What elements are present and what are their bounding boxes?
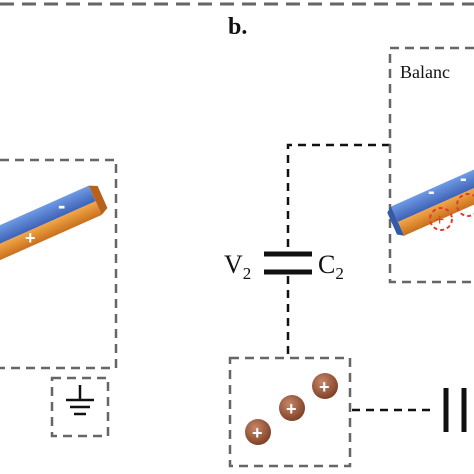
particle-3-plus: +: [252, 423, 263, 443]
ground-icon: [66, 385, 94, 416]
right-film-plus-1: +: [435, 212, 444, 229]
particle-1: [312, 373, 338, 399]
particle-2: [279, 395, 305, 421]
balance-box: [388, 46, 474, 284]
panel-label: b.: [228, 14, 248, 40]
right-film-minus-2: -: [460, 168, 467, 190]
left-film-minus-charge: -: [58, 193, 65, 218]
ground-box: [50, 376, 110, 438]
right-film-charge-circle-2: [456, 193, 474, 217]
particle-2-plus: +: [286, 399, 297, 419]
particle-box: [228, 356, 352, 468]
voltage-label: V2: [224, 250, 252, 283]
right-film-minus-1: -: [428, 181, 435, 203]
right-film-charge-circle-1: [429, 207, 453, 231]
charged-particles: [245, 373, 338, 445]
particle-3: [245, 419, 271, 445]
particle-1-plus: +: [319, 377, 330, 397]
capacitor-label: C2: [318, 250, 344, 283]
left-triboelectric-film: [0, 185, 108, 264]
left-film-plus-charge: +: [25, 228, 36, 248]
wire-top: [286, 143, 390, 248]
balance-label: Balanc: [400, 62, 450, 82]
left-film-box: [0, 158, 118, 370]
